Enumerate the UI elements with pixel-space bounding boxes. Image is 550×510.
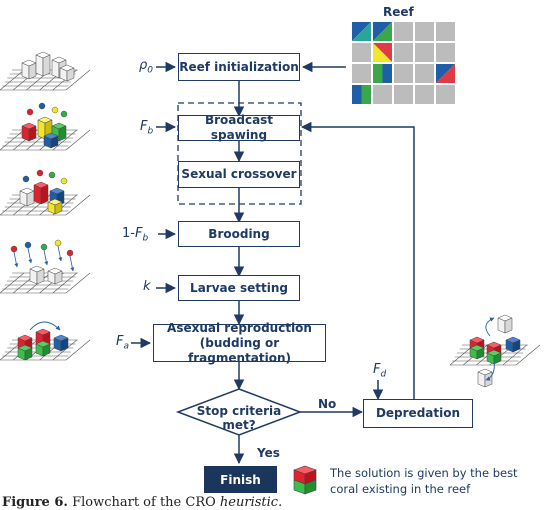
k-label: k	[143, 279, 151, 294]
brooding-step: Brooding	[178, 221, 300, 247]
reef-cell	[373, 43, 392, 62]
caption-text: Flowchart of the CRO	[72, 495, 216, 510]
rho0-label: ρ0	[139, 58, 153, 76]
reef-initialization-step: Reef initialization	[178, 53, 300, 81]
decision-label: Stop criteria met?	[196, 404, 282, 432]
reef-cell	[415, 85, 434, 104]
asexual-line-1: Asexual reproduction	[167, 320, 312, 335]
solution-note: The solution is given by the best coral …	[330, 465, 518, 497]
reef-cell	[436, 85, 455, 104]
reef-cell	[373, 85, 392, 104]
reef-cell	[352, 64, 371, 83]
broadcast-spawning-step: Broadcast spawing	[178, 113, 300, 142]
solution-note-line-2: coral existing in the reef	[330, 482, 471, 496]
asexual-reproduction-step: Asexual reproduction (budding or fragmen…	[153, 320, 326, 365]
arrow-depredation-loop	[300, 121, 415, 399]
figure-caption: Figure 6. Flowchart of the CRO heuristic…	[2, 495, 282, 510]
one-minus-fb-label: 1-Fb	[122, 226, 149, 244]
reef-cell	[394, 85, 413, 104]
solution-cube-icon	[293, 465, 317, 495]
fa-label: Fa	[116, 334, 129, 352]
reef-cell	[373, 64, 392, 83]
depredation-illustration	[449, 314, 541, 388]
reef-cell	[394, 22, 413, 41]
reef-illustration	[0, 239, 91, 294]
reef-illustration	[0, 51, 91, 91]
reef-cell	[373, 22, 392, 41]
reef-cell	[394, 43, 413, 62]
yes-branch-label: Yes	[257, 446, 280, 460]
fd-label: Fd	[373, 362, 387, 380]
reef-cell	[352, 85, 371, 104]
reef-cell	[352, 43, 371, 62]
finish-terminal: Finish	[204, 466, 277, 493]
reef-illustration	[0, 102, 91, 151]
reef-cell	[415, 64, 434, 83]
reef-illustration	[0, 169, 91, 216]
no-branch-label: No	[318, 397, 337, 411]
sexual-crossover-step: Sexual crossover	[178, 161, 300, 188]
asexual-line-2: (budding or fragmentation)	[188, 335, 291, 365]
reef-label: Reef	[383, 5, 414, 19]
larvae-setting-step: Larvae setting	[178, 275, 300, 301]
reef-cell	[415, 43, 434, 62]
depredation-step: Depredation	[363, 399, 473, 428]
caption-figure-number: Figure 6.	[2, 495, 68, 510]
reef-illustration	[0, 321, 91, 361]
solution-note-line-1: The solution is given by the best	[330, 466, 518, 480]
decision-diamond	[175, 388, 303, 436]
reef-cell	[394, 64, 413, 83]
reef-cell	[436, 22, 455, 41]
fb-label: Fb	[140, 119, 154, 137]
reef-cell	[436, 43, 455, 62]
reef-grid	[352, 22, 455, 104]
reef-cell	[352, 22, 371, 41]
reef-cell	[436, 64, 455, 83]
caption-text-italic: heuristic.	[219, 495, 283, 510]
reef-illustrations	[0, 51, 91, 361]
reef-cell	[415, 22, 434, 41]
